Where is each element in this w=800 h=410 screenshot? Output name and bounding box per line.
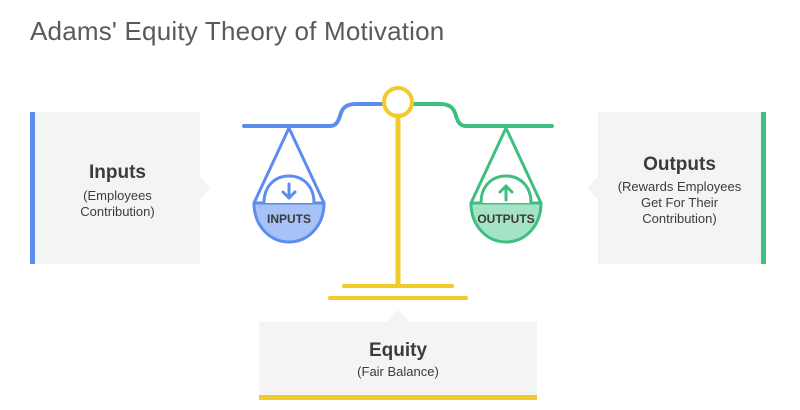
right-pan-bowl <box>469 201 543 244</box>
page-title: Adams' Equity Theory of Motivation <box>30 16 445 46</box>
pivot-circle <box>382 86 414 118</box>
beam-left <box>242 102 386 128</box>
inputs-card-subtitle: (Employees Contribution) <box>80 188 155 219</box>
inputs-card-pointer <box>200 176 210 200</box>
left-pan-label: INPUTS <box>267 212 311 226</box>
equity-card-pointer <box>386 310 410 322</box>
arrow-up-icon <box>498 184 514 202</box>
inputs-card-title: Inputs <box>89 162 146 183</box>
equity-card: Equity (Fair Balance) <box>259 322 537 400</box>
outputs-card-title: Outputs <box>643 154 716 175</box>
inputs-card: Inputs (Employees Contribution) <box>30 112 200 264</box>
arrow-down-icon <box>281 182 297 200</box>
right-pan-string-right <box>504 127 543 204</box>
outputs-card-subtitle: (Rewards Employees Get For Their Contrib… <box>617 179 742 226</box>
beam-right <box>410 102 554 128</box>
left-pan-string-left <box>252 127 291 204</box>
outputs-card: Outputs (Rewards Employees Get For Their… <box>598 112 766 264</box>
right-pan-string-left <box>469 127 508 204</box>
equity-card-title: Equity <box>368 340 428 361</box>
outputs-card-pointer <box>588 176 598 200</box>
right-pan-label: OUTPUTS <box>477 212 534 226</box>
left-pan-bowl <box>252 201 326 244</box>
left-pan-string-right <box>287 127 326 204</box>
equity-card-subtitle: (Fair Balance) <box>357 364 439 379</box>
